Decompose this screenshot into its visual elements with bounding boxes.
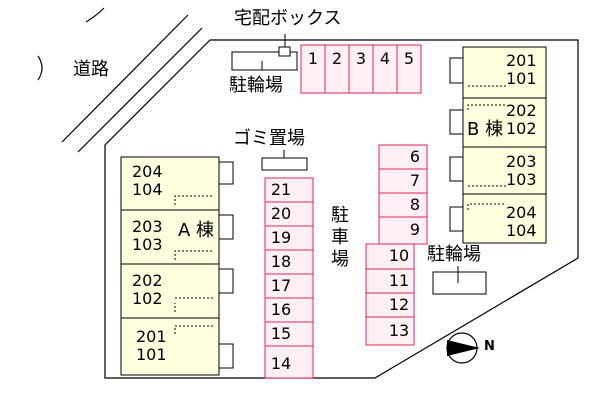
parking-space-number: 4 bbox=[379, 49, 391, 68]
parking-space-number: 13 bbox=[388, 321, 410, 340]
delivery-box-label: 宅配ボックス bbox=[234, 8, 342, 29]
building-a-unit-box bbox=[120, 209, 220, 265]
unit-number: 204 bbox=[506, 203, 537, 222]
garbage-area-label: ゴミ置場 bbox=[233, 128, 305, 149]
road-edge-line bbox=[77, 27, 203, 153]
parking-space bbox=[264, 177, 314, 203]
unit-number: 201 bbox=[506, 51, 537, 70]
unit-number: 201 bbox=[136, 327, 167, 346]
parking-space-number: 6 bbox=[409, 147, 421, 166]
parking-space bbox=[324, 44, 350, 94]
parking-space bbox=[378, 168, 428, 194]
parking-space-number: 20 bbox=[270, 204, 292, 223]
parking-label: 駐車場 bbox=[331, 205, 349, 270]
road-curve bbox=[85, 7, 105, 23]
building-b bbox=[449, 46, 547, 244]
compass-icon bbox=[446, 332, 480, 364]
building-a-stair-dashes bbox=[174, 195, 214, 334]
building-a bbox=[120, 156, 234, 376]
parking-space-number: 7 bbox=[409, 171, 421, 190]
building-a-balcony bbox=[218, 268, 234, 294]
unit-number: 203 bbox=[132, 217, 163, 236]
parking-space bbox=[365, 268, 415, 294]
parking-space bbox=[264, 321, 314, 347]
parking-space bbox=[378, 216, 428, 245]
unit-number: 103 bbox=[132, 235, 163, 254]
parking-space-number: 5 bbox=[403, 49, 415, 68]
parking-space-number: 12 bbox=[388, 295, 410, 314]
unit-number: 102 bbox=[506, 119, 537, 138]
building-a-balcony bbox=[218, 214, 234, 240]
unit-number: 101 bbox=[506, 69, 537, 88]
unit-number: 202 bbox=[132, 271, 163, 290]
parking-space-number: 16 bbox=[270, 300, 292, 319]
bicycle-parking-right-label: 駐輪場 bbox=[427, 244, 481, 265]
parking-space bbox=[378, 192, 428, 218]
building-b-stair-dashes bbox=[467, 85, 506, 210]
parking-space bbox=[365, 316, 415, 346]
bicycle-parking-top-label: 駐輪場 bbox=[229, 75, 283, 96]
parking-space bbox=[264, 273, 314, 299]
parking-space-number: 18 bbox=[270, 252, 292, 271]
parking-space bbox=[300, 44, 326, 94]
unit-number: 102 bbox=[132, 289, 163, 308]
parking-top-row bbox=[300, 44, 422, 94]
road-edge-line bbox=[61, 14, 189, 143]
garbage-area-rect bbox=[261, 157, 308, 171]
building-b-balcony bbox=[449, 156, 464, 182]
bicycle-parking-right-rect bbox=[432, 271, 487, 295]
parking-space-number: 14 bbox=[270, 354, 292, 373]
unit-number: 104 bbox=[506, 221, 537, 240]
unit-number: 202 bbox=[506, 101, 537, 120]
parking-space-number: 17 bbox=[270, 276, 292, 295]
parking-space-number: 3 bbox=[355, 49, 367, 68]
compass-north-label: N bbox=[484, 339, 495, 354]
parking-space-number: 2 bbox=[331, 49, 343, 68]
building-b-unit-box bbox=[462, 97, 547, 148]
unit-number: 104 bbox=[132, 180, 163, 199]
parking-space-number: 21 bbox=[270, 180, 292, 199]
building-b-balcony bbox=[449, 57, 464, 84]
parking-space-number: 15 bbox=[270, 324, 292, 343]
parking-space-number: 11 bbox=[388, 271, 410, 290]
parking-space bbox=[396, 44, 422, 94]
building-a-label: A 棟 bbox=[178, 220, 215, 241]
delivery-box bbox=[278, 46, 291, 57]
parking-space-number: 19 bbox=[270, 228, 292, 247]
parking-space bbox=[264, 345, 314, 379]
building-b-balcony bbox=[449, 109, 464, 135]
parking-left-column bbox=[264, 177, 314, 379]
building-a-unit-box bbox=[120, 156, 220, 211]
parking-space-number: 8 bbox=[409, 195, 421, 214]
building-a-balcony bbox=[218, 343, 234, 369]
parking-space bbox=[348, 44, 374, 94]
unit-number: 103 bbox=[506, 170, 537, 189]
building-b-balcony bbox=[449, 206, 464, 232]
parking-space bbox=[264, 249, 314, 275]
parking-space-number: 1 bbox=[307, 49, 319, 68]
road-label: 道路 bbox=[73, 59, 109, 80]
unit-number: 101 bbox=[136, 345, 167, 364]
parking-right-upper-column bbox=[378, 144, 428, 245]
parking-space-number: 9 bbox=[409, 220, 421, 239]
parking-space bbox=[365, 243, 415, 270]
building-a-balcony bbox=[218, 161, 234, 185]
parking-space-number: 10 bbox=[388, 246, 410, 265]
parking-space bbox=[264, 225, 314, 251]
unit-number: 204 bbox=[132, 162, 163, 181]
road-curve bbox=[37, 55, 43, 81]
unit-number: 203 bbox=[506, 152, 537, 171]
parking-right-lower-column bbox=[365, 243, 415, 346]
building-b-label: B 棟 bbox=[467, 119, 504, 140]
